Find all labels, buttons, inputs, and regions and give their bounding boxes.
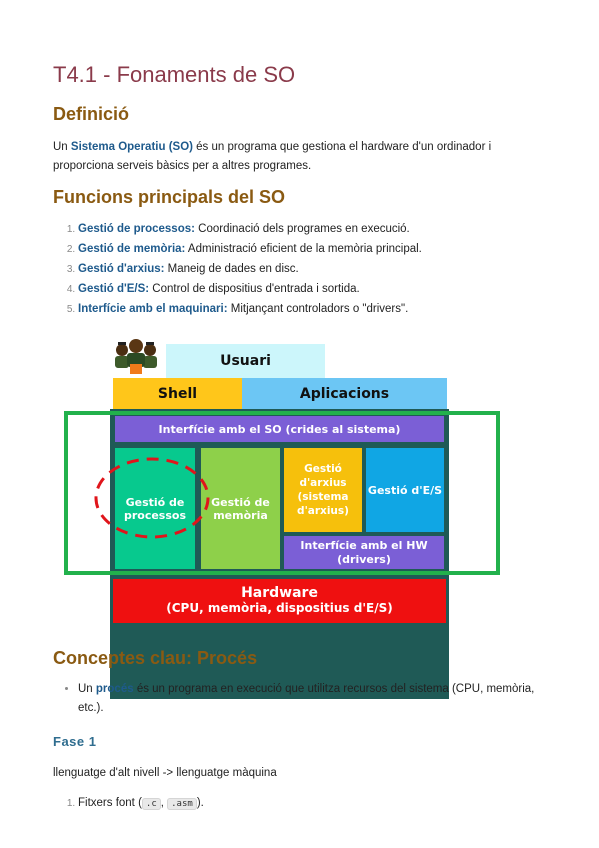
code-c: .c: [141, 798, 161, 810]
block-gestio-memoria: Gestió de memòria: [201, 448, 280, 569]
so-highlight-frame: [64, 411, 500, 575]
list-item: Interfície amb el maquinari: Mitjançant …: [78, 299, 422, 319]
section-heading-conceptes: Conceptes clau: Procés: [53, 648, 258, 668]
block-gestio-processos: Gestió de processos: [115, 448, 195, 569]
layer-aplicacions: Aplicacions: [242, 378, 447, 409]
list-item: Gestió d'arxius: Maneig de dades en disc…: [78, 259, 422, 279]
page-title: T4.1 - Fonaments de SO: [53, 62, 296, 87]
term-proces: procés: [95, 683, 134, 695]
layer-usuari: Usuari: [166, 344, 325, 378]
code-asm: .asm: [167, 798, 197, 810]
users-icon: [115, 339, 157, 374]
files-list: Fitxers font (.c, .asm).: [60, 794, 204, 813]
block-gestio-es: Gestió d'E/S: [366, 448, 444, 532]
section-heading-fase: Fase 1: [53, 734, 97, 749]
funcions-list: Gestió de processos: Coordinació dels pr…: [60, 219, 422, 319]
block-gestio-arxius: Gestió d'arxius (sistema d'arxius): [284, 448, 362, 532]
layer-interficie-hw: Interfície amb el HW (drivers): [284, 536, 444, 569]
layer-shell: Shell: [113, 378, 242, 409]
os-layers-diagram: Usuari Shell Aplicacions Interfície amb …: [110, 336, 510, 699]
list-item: Un procés és un programa en execució que…: [78, 680, 548, 718]
fase-paragraph: llenguatge d'alt nivell -> llenguatge mà…: [53, 767, 277, 779]
list-item: Fitxers font (.c, .asm).: [78, 794, 204, 813]
term-sistema-operatiu: Sistema Operatiu (SO): [70, 141, 193, 153]
section-heading-definicio: Definició: [53, 104, 130, 124]
definicio-paragraph: Un Sistema Operatiu (SO) és un programa …: [53, 141, 492, 172]
layer-hardware: Hardware (CPU, memòria, dispositius d'E/…: [113, 579, 446, 623]
layer-interficie-so: Interfície amb el SO (crides al sistema): [115, 416, 444, 442]
list-item: Gestió de processos: Coordinació dels pr…: [78, 219, 422, 239]
conceptes-list: Un procés és un programa en execució que…: [60, 680, 548, 718]
processos-highlight-ellipse: [94, 457, 210, 539]
section-heading-funcions: Funcions principals del SO: [53, 187, 286, 207]
list-item: Gestió de memòria: Administració eficien…: [78, 239, 422, 259]
list-item: Gestió d'E/S: Control de dispositius d'e…: [78, 279, 422, 299]
